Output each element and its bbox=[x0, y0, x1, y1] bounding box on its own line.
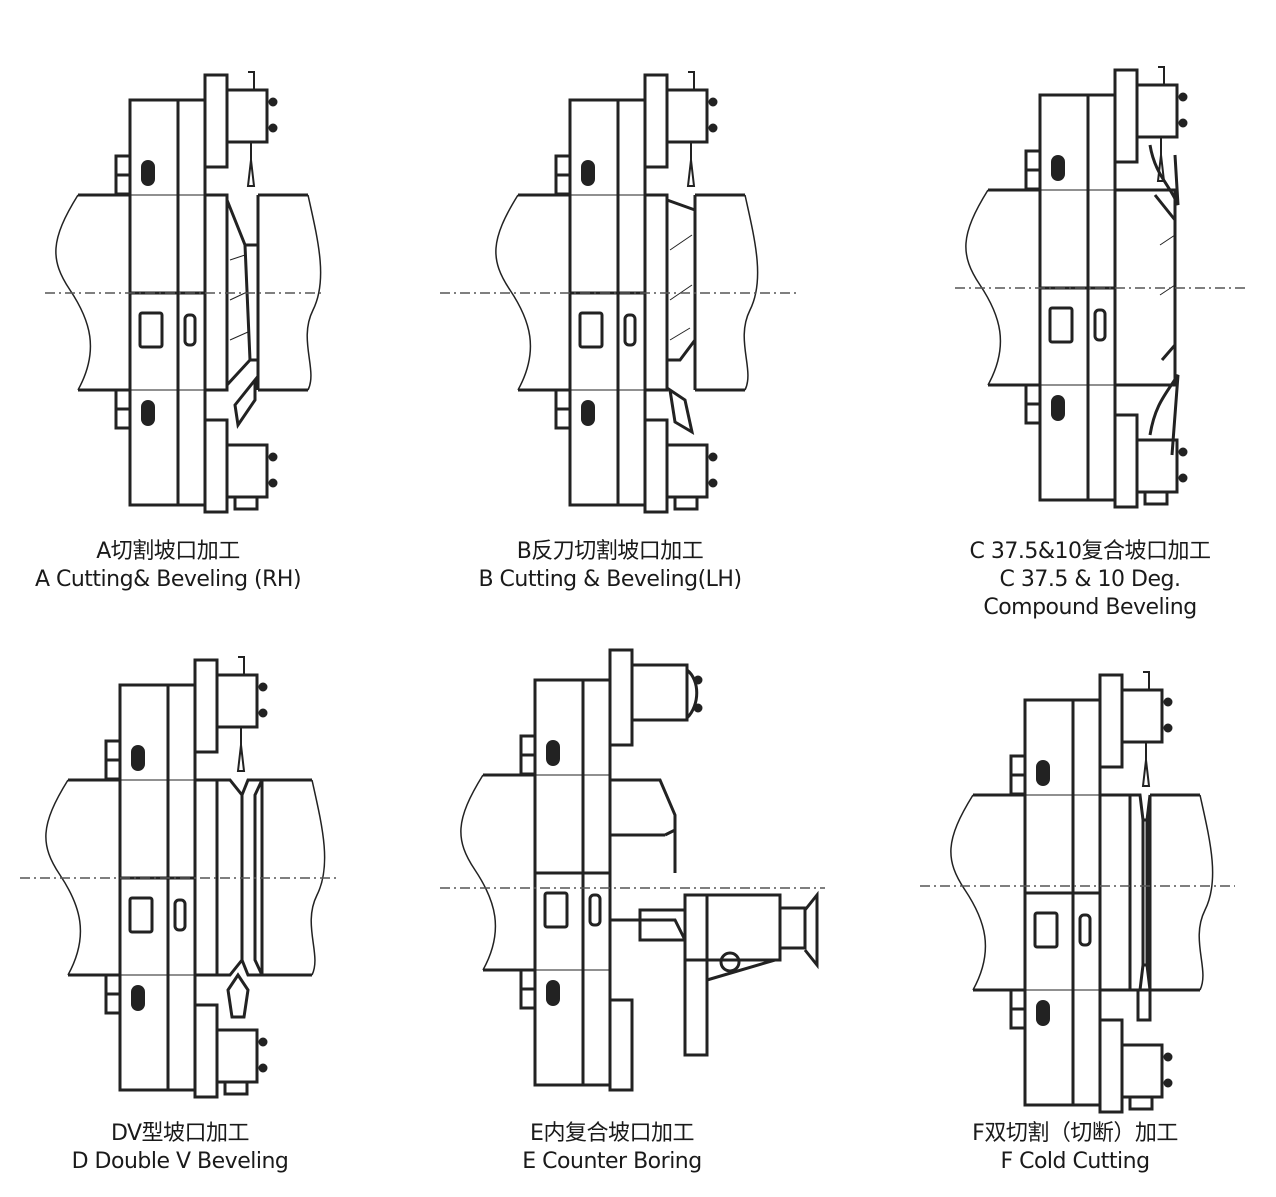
tool-holder-bottom bbox=[608, 998, 634, 1092]
diagram-panel-e bbox=[440, 640, 845, 1110]
bolt-icon bbox=[131, 745, 145, 1011]
counter-boring-diagram bbox=[440, 648, 825, 1092]
pipe-right bbox=[693, 193, 759, 392]
caption-en: A Cutting& Beveling (RH) bbox=[34, 567, 302, 592]
tool-holder-top bbox=[193, 656, 268, 772]
v-tool bbox=[226, 972, 250, 1019]
clamp-body bbox=[568, 98, 647, 507]
diagram-panel-b bbox=[440, 60, 800, 530]
caption-zh: C 37.5&10复合坡口加工 bbox=[969, 539, 1212, 564]
pipe-left bbox=[460, 773, 535, 972]
parting-groove bbox=[1130, 793, 1152, 992]
tool-holder-bottom bbox=[193, 1003, 268, 1099]
bolt-icon bbox=[1051, 155, 1065, 421]
beveling-rh-diagram bbox=[45, 71, 325, 514]
clamp-tabs bbox=[519, 734, 537, 1010]
diagram-panel-d bbox=[20, 645, 340, 1115]
window-slots bbox=[138, 311, 197, 349]
tool-holder-bottom bbox=[1098, 1018, 1173, 1114]
window-slots bbox=[578, 311, 637, 349]
caption-zh: F双切割（切断）加工 bbox=[972, 1121, 1178, 1146]
pipe-right bbox=[1148, 793, 1214, 992]
caption-zh: B反刀切割坡口加工 bbox=[516, 539, 704, 564]
pipe-left bbox=[950, 793, 1025, 992]
clamp-body bbox=[1038, 93, 1117, 502]
bolt-icon bbox=[141, 160, 155, 426]
window-slots bbox=[128, 896, 187, 934]
caption-en: E Counter Boring bbox=[522, 1149, 702, 1174]
caption-en: F Cold Cutting bbox=[1000, 1149, 1150, 1174]
diagram-panel-a bbox=[40, 60, 340, 530]
bolt-icon bbox=[1036, 760, 1050, 1026]
caption-d: DV型坡口加工 D Double V Beveling bbox=[72, 1120, 289, 1176]
tool-holder-top bbox=[203, 71, 278, 187]
tool-holder-top bbox=[608, 648, 703, 747]
bolt-icon bbox=[546, 740, 560, 1006]
caption-f: F双切割（切断）加工 F Cold Cutting bbox=[972, 1120, 1178, 1176]
double-v-diagram bbox=[20, 656, 340, 1099]
tool-holder-top bbox=[643, 71, 718, 187]
tool-holder-bottom bbox=[643, 418, 718, 514]
window-slots bbox=[1048, 306, 1107, 344]
caption-zh: E内复合坡口加工 bbox=[530, 1121, 694, 1146]
caption-en: B Cutting & Beveling(LH) bbox=[478, 567, 742, 592]
caption-en: C 37.5 & 10 Deg. bbox=[999, 567, 1181, 592]
clamp-tabs bbox=[554, 154, 572, 430]
clamp-body bbox=[533, 678, 612, 1087]
cold-cutting-diagram bbox=[920, 671, 1235, 1114]
clamp-body bbox=[1023, 698, 1102, 1107]
clamp-tabs bbox=[1024, 149, 1042, 425]
boring-head bbox=[638, 890, 819, 1057]
bevel-cut bbox=[665, 197, 697, 362]
caption-en: D Double V Beveling bbox=[71, 1149, 289, 1174]
bevel-tool bbox=[667, 386, 695, 436]
caption-c: C 37.5&10复合坡口加工 C 37.5 & 10 Deg. Compound … bbox=[969, 538, 1212, 622]
beveling-lh-diagram bbox=[440, 71, 800, 514]
tool-holder-top bbox=[1098, 671, 1173, 787]
compound-beveling-diagram bbox=[955, 66, 1245, 509]
compound-bevel bbox=[1148, 144, 1180, 456]
clamp-body bbox=[128, 98, 207, 507]
caption-en-2: Compound Beveling bbox=[983, 595, 1197, 620]
pipe-right bbox=[256, 193, 322, 392]
diagram-panel-f bbox=[920, 660, 1235, 1130]
ring-gear bbox=[1098, 793, 1132, 992]
window-slots bbox=[1033, 911, 1092, 949]
clamp-tabs bbox=[1009, 754, 1027, 1030]
tool-holder-bottom bbox=[203, 418, 278, 514]
parting-tool bbox=[1136, 988, 1152, 1022]
caption-b: B反刀切割坡口加工 B Cutting & Beveling(LH) bbox=[478, 538, 742, 594]
clamp-tabs bbox=[114, 154, 132, 430]
caption-a: A切割坡口加工 A Cutting& Beveling (RH) bbox=[34, 538, 302, 594]
clamp-body bbox=[118, 683, 197, 1092]
bevel-tool bbox=[233, 375, 257, 430]
caption-zh: A切割坡口加工 bbox=[96, 539, 240, 564]
bolt-icon bbox=[581, 160, 595, 426]
caption-zh: DV型坡口加工 bbox=[110, 1121, 250, 1146]
tool-holder-bottom bbox=[1113, 413, 1188, 509]
caption-e: E内复合坡口加工 E Counter Boring bbox=[522, 1120, 702, 1176]
tool-holder-top bbox=[1113, 66, 1188, 182]
clamp-tabs bbox=[104, 739, 122, 1015]
diagram-panel-c bbox=[950, 55, 1250, 525]
window-slots bbox=[543, 891, 602, 929]
